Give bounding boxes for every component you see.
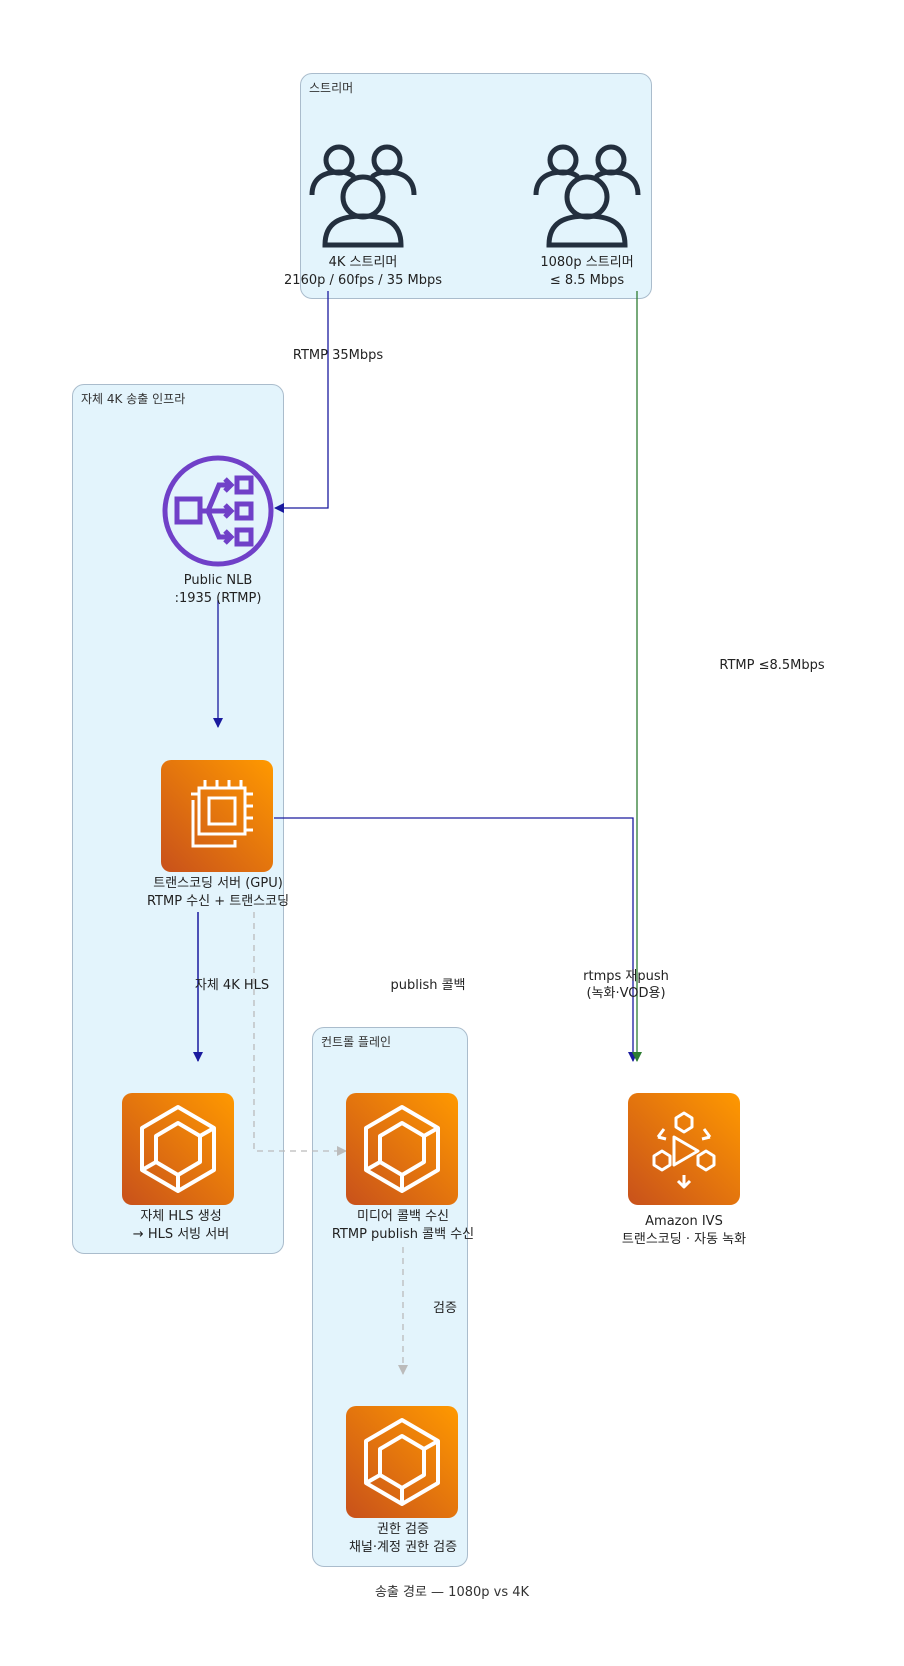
node-title: 권한 검증: [377, 1522, 429, 1537]
edge-transcoder-to-callback: [253, 912, 347, 1156]
load-balancer-icon: [162, 455, 274, 567]
node-title: Amazon IVS: [645, 1214, 723, 1229]
node-subtitle: → HLS 서빙 서버: [132, 1227, 230, 1242]
diagram-caption: 송출 경로 — 1080p vs 4K: [374, 1585, 530, 1600]
edge-label-rtmp-8-5: RTMP ≤8.5Mbps: [719, 658, 825, 673]
container-service-icon: [346, 1406, 458, 1518]
node-title: Public NLB: [183, 573, 253, 588]
users-icon: [309, 144, 417, 248]
node-label-nlb: Public NLB :1935 (RTMP): [175, 572, 262, 608]
node-subtitle: 2160p / 60fps / 35 Mbps: [284, 273, 442, 288]
ec2-instance-icon: [161, 760, 273, 872]
edge-label-line: rtmps 재push: [583, 969, 669, 984]
node-subtitle: RTMP 수신 + 트랜스코딩: [146, 894, 290, 909]
container-service-icon: [346, 1093, 458, 1205]
node-subtitle: :1935 (RTMP): [174, 591, 262, 606]
edge-label-line: (녹화·VOD용): [586, 986, 666, 1001]
node-subtitle: RTMP publish 콜백 수신: [331, 1227, 475, 1242]
node-label-1080p-streamer: 1080p 스트리머 ≤ 8.5 Mbps: [540, 254, 633, 290]
node-title: 4K 스트리머: [328, 255, 398, 270]
node-label-auth: 권한 검증 채널·계정 권한 검증: [349, 1521, 457, 1557]
node-title: 미디어 콜백 수신: [357, 1209, 449, 1224]
edge-label-verify: 검증: [433, 1301, 457, 1316]
node-subtitle: 트랜스코딩 · 자동 녹화: [621, 1232, 747, 1247]
node-title: 자체 HLS 생성: [140, 1209, 222, 1224]
node-label-transcoder: 트랜스코딩 서버 (GPU) RTMP 수신 + 트랜스코딩: [147, 875, 289, 911]
cluster-label: 스트리머: [309, 81, 354, 95]
node-subtitle: 채널·계정 권한 검증: [348, 1540, 458, 1555]
ivs-icon: [628, 1093, 740, 1205]
cluster-streamers: 스트리머: [300, 73, 652, 299]
edge-transcoder-to-ivs: [274, 817, 638, 1062]
node-title: 트랜스코딩 서버 (GPU): [153, 876, 283, 891]
node-title: 1080p 스트리머: [540, 255, 634, 270]
cluster-label: 컨트롤 플레인: [321, 1035, 392, 1049]
edge-label-rtmps-repush: rtmps 재push (녹화·VOD용): [583, 968, 669, 1002]
container-service-icon: [122, 1093, 234, 1205]
edge-label-rtmp-35: RTMP 35Mbps: [292, 348, 384, 363]
node-subtitle: ≤ 8.5 Mbps: [549, 273, 625, 288]
cluster-label: 자체 4K 송출 인프라: [81, 392, 186, 406]
node-label-callback: 미디어 콜백 수신 RTMP publish 콜백 수신: [332, 1208, 474, 1244]
node-label-ivs: Amazon IVS 트랜스코딩 · 자동 녹화: [622, 1213, 746, 1249]
users-icon: [533, 144, 641, 248]
edge-label-publish-callback: publish 콜백: [390, 978, 466, 993]
edge-label-hls-4k: 자체 4K HLS: [194, 978, 270, 993]
node-label-4k-streamer: 4K 스트리머 2160p / 60fps / 35 Mbps: [284, 254, 442, 290]
edge-4k-to-nlb: [274, 291, 329, 513]
node-label-hls: 자체 HLS 생성 → HLS 서빙 서버: [133, 1208, 229, 1244]
